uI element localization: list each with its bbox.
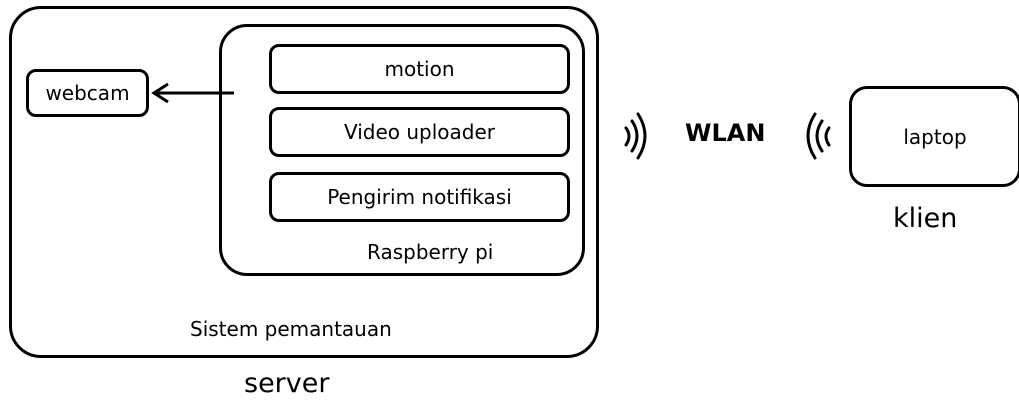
motion-module-label: motion — [384, 57, 455, 81]
motion-module-box: motion — [269, 44, 570, 94]
raspberry-pi-label: Raspberry pi — [367, 240, 494, 264]
video-uploader-module-label: Video uploader — [343, 120, 496, 144]
notification-module-label: Pengirim notifikasi — [327, 185, 512, 209]
webcam-box: webcam — [26, 69, 149, 117]
wifi-signal-left-icon — [806, 112, 831, 160]
server-system-label: Sistem pemantauan — [190, 317, 392, 341]
video-uploader-module-box: Video uploader — [269, 107, 570, 157]
wifi-signal-right-icon — [624, 112, 647, 160]
laptop-label: laptop — [903, 124, 967, 149]
laptop-box: laptop — [849, 86, 1019, 187]
client-caption: klien — [893, 203, 958, 234]
wlan-label: WLAN — [685, 119, 766, 147]
webcam-label: webcam — [45, 81, 130, 105]
server-caption: server — [244, 368, 330, 399]
notification-module-box: Pengirim notifikasi — [269, 172, 570, 222]
